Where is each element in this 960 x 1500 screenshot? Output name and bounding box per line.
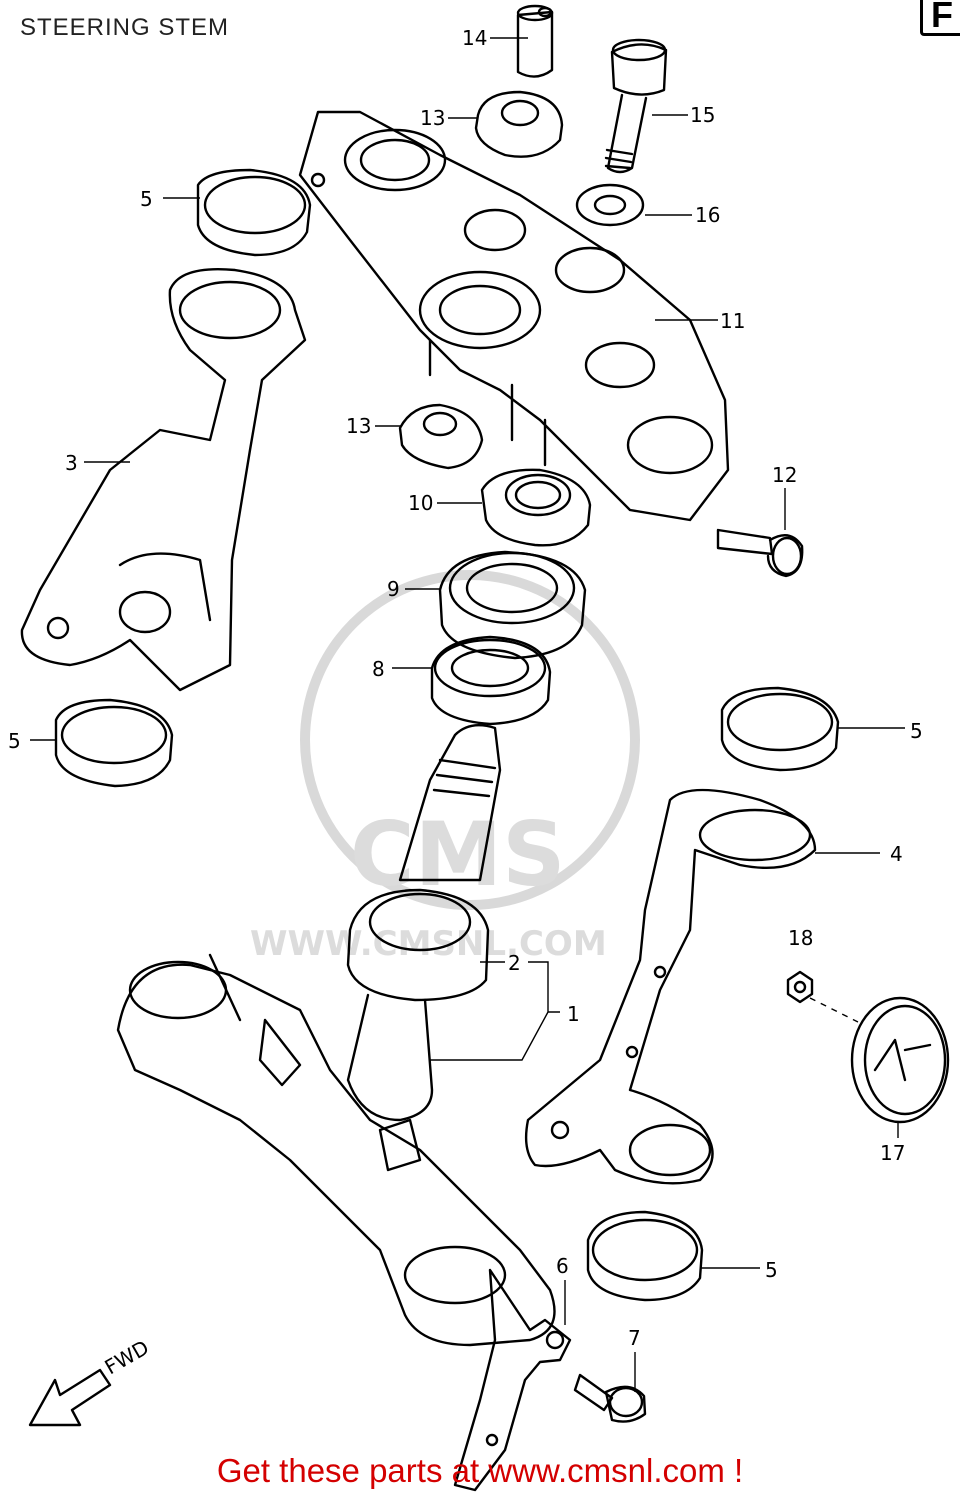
callout-18: 18 bbox=[788, 926, 813, 950]
callout-8: 8 bbox=[372, 657, 385, 681]
part-13-damper-upper bbox=[474, 90, 564, 158]
part-5-seal-upper-left bbox=[196, 168, 312, 257]
callout-5-upper-left: 5 bbox=[140, 187, 153, 211]
part-4-bracket-right bbox=[524, 788, 817, 1185]
watermark-site: WWW.CMSNL.COM bbox=[250, 924, 607, 964]
fwd-label: FWD bbox=[101, 1335, 153, 1379]
part-6-bracket-tab bbox=[453, 1268, 572, 1492]
part-13-damper-lower bbox=[398, 403, 484, 470]
callout-13-upper: 13 bbox=[420, 106, 445, 130]
section-tab: F bbox=[920, 0, 960, 36]
callout-7: 7 bbox=[628, 1326, 641, 1350]
part-17-cap bbox=[850, 996, 950, 1124]
part-15-bolt bbox=[604, 38, 668, 174]
part-7-bolt bbox=[573, 1373, 647, 1423]
callout-17: 17 bbox=[880, 1141, 905, 1165]
callout-15: 15 bbox=[690, 103, 715, 127]
callout-5-right-lower: 5 bbox=[765, 1258, 778, 1282]
footer-parts-link[interactable]: Get these parts at www.cmsnl.com ! bbox=[216, 1452, 744, 1489]
callout-13-lower: 13 bbox=[346, 414, 371, 438]
part-10-steering-nut bbox=[480, 468, 592, 547]
part-5-seal-right-lower bbox=[586, 1210, 704, 1302]
part-5-seal-lower-left bbox=[54, 698, 174, 788]
callout-6: 6 bbox=[556, 1254, 569, 1278]
part-14-spacer bbox=[516, 4, 554, 78]
callout-labels: 14 13 15 16 11 5 3 13 10 12 9 8 5 5 4 18… bbox=[8, 26, 923, 1350]
callout-5-lower-left: 5 bbox=[8, 729, 21, 753]
callout-10: 10 bbox=[408, 491, 433, 515]
part-lower-bracket bbox=[116, 953, 556, 1347]
part-3-bracket-left bbox=[20, 268, 307, 692]
leader-lines bbox=[30, 37, 905, 1392]
part-1-steering-stem bbox=[346, 724, 502, 1122]
part-16-washer bbox=[575, 183, 645, 227]
callout-12: 12 bbox=[772, 463, 797, 487]
part-11-upper-bracket bbox=[298, 110, 730, 522]
callout-16: 16 bbox=[695, 203, 720, 227]
part-12-bolt bbox=[716, 528, 804, 578]
callout-11: 11 bbox=[720, 309, 745, 333]
callout-3: 3 bbox=[65, 451, 78, 475]
part-8-bearing bbox=[430, 635, 552, 726]
callout-5-right-upper: 5 bbox=[910, 719, 923, 743]
part-18-nut bbox=[786, 970, 814, 1004]
callout-1: 1 bbox=[567, 1002, 580, 1026]
page-title: STEERING STEM bbox=[20, 14, 230, 41]
callout-4: 4 bbox=[890, 842, 903, 866]
callout-14: 14 bbox=[462, 26, 487, 50]
callout-2: 2 bbox=[508, 951, 521, 975]
callout-9: 9 bbox=[387, 577, 400, 601]
fwd-arrow: FWD bbox=[28, 1335, 153, 1427]
part-5-seal-right-upper bbox=[720, 686, 840, 772]
watermark-brand: CMS bbox=[350, 803, 566, 906]
